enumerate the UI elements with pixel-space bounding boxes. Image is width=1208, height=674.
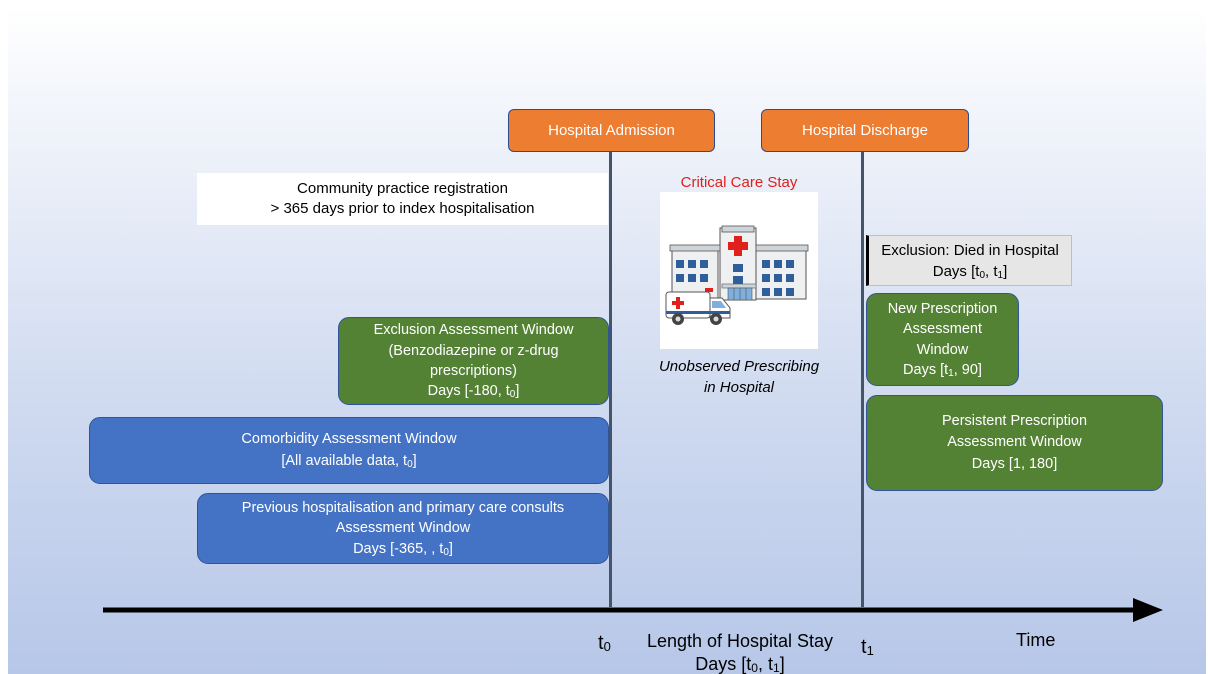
persistent-rx-line3: Days [1, 180] [971, 455, 1058, 472]
community-line1: Community practice registration [297, 179, 508, 197]
exclusion-window-line2: (Benzodiazepine or z-drug [388, 342, 559, 359]
community-registration-box: Community practice registration > 365 da… [197, 173, 608, 225]
hospital-admission-label: Hospital Admission [548, 121, 675, 139]
previous-line1: Previous hospitalisation and primary car… [241, 500, 565, 517]
new-rx-line3: Window [916, 341, 969, 358]
hospital-ambulance-icon [660, 192, 818, 349]
persistent-prescription-window: Persistent Prescription Assessment Windo… [866, 395, 1163, 491]
unobserved-prescribing-label: Unobserved Prescribing in Hospital [638, 356, 840, 398]
previous-line3: Days [-365, , t0] [353, 540, 453, 558]
exclusion-window-line3: prescriptions) [429, 363, 518, 379]
length-of-stay-label: Length of Hospital Stay Days [t0, t1] [646, 631, 834, 674]
exclusion-died-line1: Exclusion: Died in Hospital [881, 241, 1059, 259]
exclusion-died-box: Exclusion: Died in Hospital Days [t0, t1… [866, 235, 1072, 286]
admission-line [609, 147, 612, 607]
hospital-discharge-box: Hospital Discharge [761, 109, 969, 152]
exclusion-window-line1: Exclusion Assessment Window [373, 322, 574, 339]
timeline-diagram: Hospital Admission Hospital Discharge Co… [8, 8, 1206, 674]
exclusion-assessment-window: Exclusion Assessment Window (Benzodiazep… [338, 317, 609, 405]
hospital-discharge-label: Hospital Discharge [802, 121, 928, 139]
t1-label: t1 [861, 636, 874, 658]
exclusion-window-line4: Days [-180, t0] [427, 383, 520, 401]
unobserved-line2: in Hospital [703, 379, 775, 396]
persistent-rx-line2: Assessment Window [947, 434, 1082, 451]
time-label: Time [1016, 630, 1056, 650]
critical-care-label: Critical Care Stay [680, 174, 798, 191]
persistent-rx-line1: Persistent Prescription [941, 413, 1088, 430]
new-rx-line4: Days [t1, 90] [903, 361, 982, 379]
previous-hospitalisation-window: Previous hospitalisation and primary car… [197, 493, 609, 564]
hospital-admission-box: Hospital Admission [508, 109, 715, 152]
comorbidity-assessment-window: Comorbidity Assessment Window [All avail… [89, 417, 609, 484]
community-line2: > 365 days prior to index hospitalisatio… [270, 200, 535, 217]
comorbidity-line2: [All available data, t0] [281, 452, 417, 470]
new-prescription-window: New Prescription Assessment Window Days … [866, 293, 1019, 386]
previous-line2: Assessment Window [335, 520, 471, 537]
new-rx-line1: New Prescription [887, 300, 998, 317]
t0-label: t0 [598, 632, 611, 654]
exclusion-died-line2: Days [t0, t1] [932, 262, 1008, 281]
time-axis-arrow [103, 596, 1163, 624]
new-rx-line2: Assessment [903, 321, 982, 338]
discharge-line [861, 147, 864, 607]
comorbidity-line1: Comorbidity Assessment Window [241, 431, 457, 448]
unobserved-line1: Unobserved Prescribing [658, 358, 820, 375]
